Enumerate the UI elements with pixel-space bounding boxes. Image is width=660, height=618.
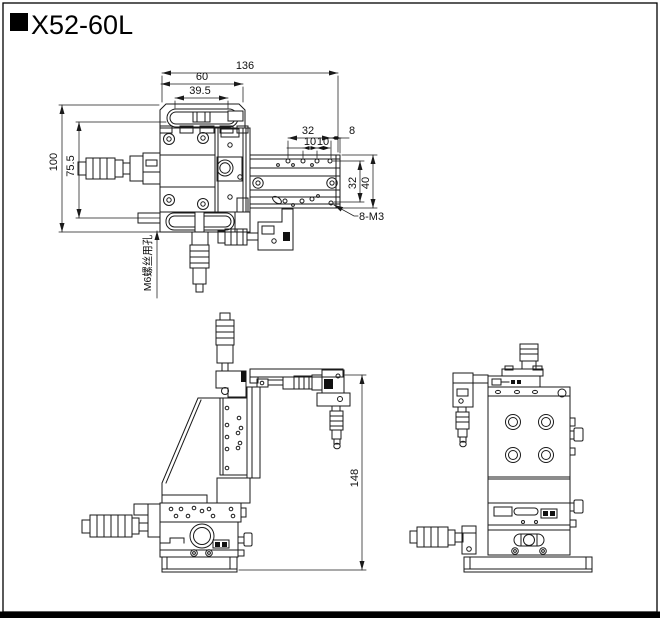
x-micrometer-front-view [81, 503, 161, 538]
x-micrometer-top-view [77, 152, 161, 185]
dim-slot-width: 39.5 [189, 85, 210, 97]
top-view-geometry [77, 103, 341, 293]
front-view-dimensions: 148 [238, 374, 367, 571]
callout-m6-hole: M6螺丝用孔 [141, 234, 154, 291]
front-view: 148 [81, 312, 367, 573]
dim-rail-hole-pitch-b: 10 [317, 136, 329, 148]
y-micrometer-side-view [452, 372, 474, 448]
dim-total-depth: 100 [48, 153, 60, 171]
dim-rail-edge-offset: 8 [349, 125, 355, 137]
z-rail-top-view [249, 154, 341, 209]
bottom-bar [0, 611, 660, 618]
dim-overall-height: 148 [349, 469, 361, 487]
z-micrometer-top-view [217, 197, 294, 251]
top-view-dimensions: 136 60 39.5 100 75.5 32 8 10 10 32 [48, 60, 384, 299]
title-bullet [10, 13, 28, 31]
page-title: X52-60L [31, 10, 133, 40]
dim-rail-hole-span-top: 32 [302, 125, 314, 137]
dim-rail-hole-span-side: 32 [347, 177, 359, 189]
dim-rail-hole-pitch-a: 10 [304, 136, 316, 148]
z-micrometer-front-view [215, 312, 247, 398]
y-micrometer-top-view [189, 211, 210, 293]
front-view-geometry [81, 312, 351, 573]
dim-body-depth: 75.5 [65, 155, 77, 176]
fine-z-micrometer-front-view [316, 369, 351, 450]
side-view-geometry [409, 343, 593, 573]
dim-total-width: 136 [236, 60, 254, 72]
x-micrometer-side-view [409, 525, 477, 555]
z-micrometer-side-view [519, 343, 539, 370]
dim-plate-width: 60 [196, 71, 208, 83]
dim-rail-width: 40 [360, 177, 372, 189]
side-view [409, 343, 593, 573]
top-view: 136 60 39.5 100 75.5 32 8 10 10 32 [48, 60, 384, 299]
title-block: X52-60L [10, 10, 133, 40]
callout-8-m3: 8-M3 [359, 211, 384, 223]
